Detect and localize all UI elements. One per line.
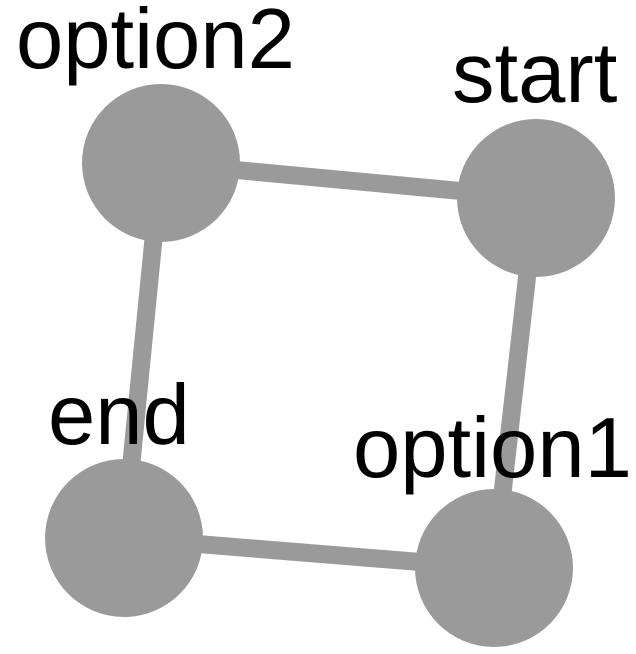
node-option1 — [415, 489, 573, 647]
node-label-start: start — [452, 26, 617, 121]
node-option2 — [82, 84, 240, 242]
node-end — [45, 459, 203, 617]
node-label-end: end — [48, 368, 190, 463]
node-start — [457, 119, 615, 277]
node-label-option2: option2 — [16, 0, 295, 87]
node-label-option1: option1 — [353, 401, 632, 496]
